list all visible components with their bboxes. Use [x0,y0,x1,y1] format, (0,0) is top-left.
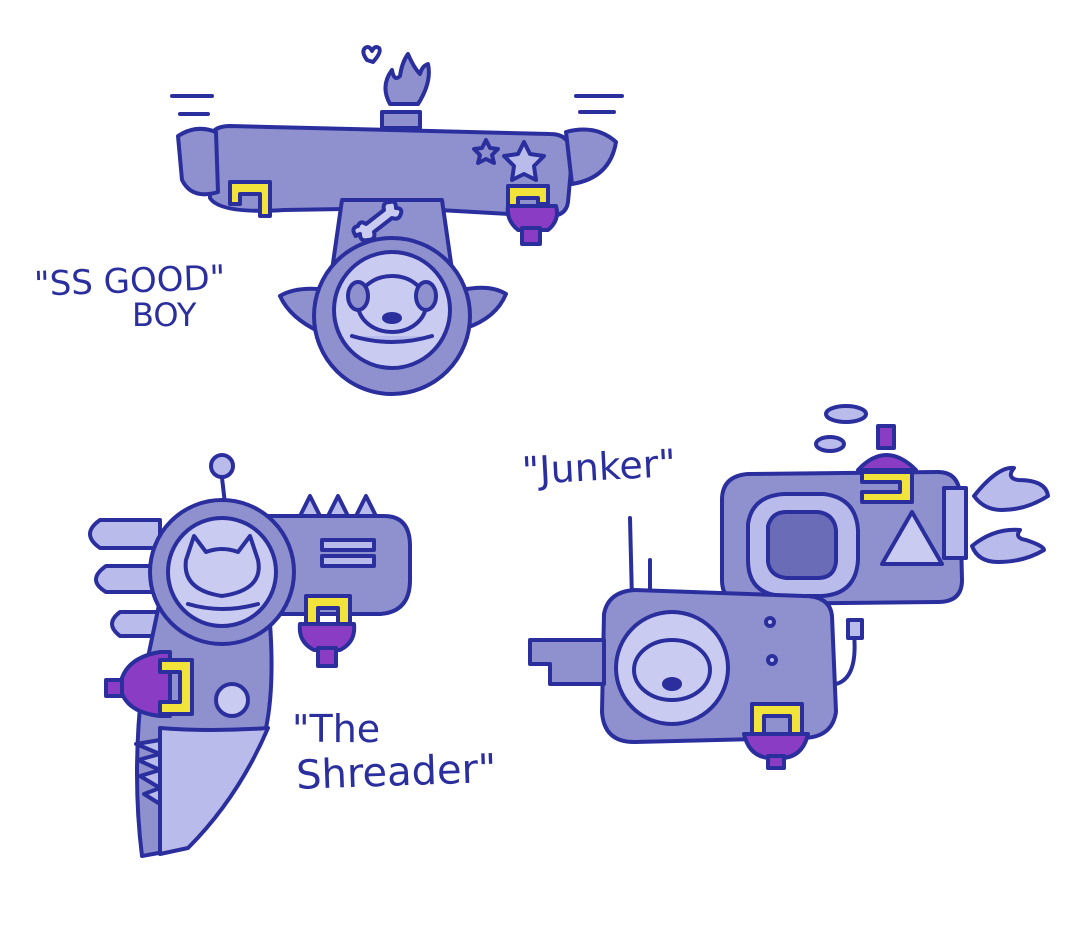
bracket-yellow [228,180,272,218]
pilot-dog-nose [662,677,682,691]
antenna-ball [209,453,235,479]
paw-icon [214,682,250,718]
smoke-swirl [814,435,846,453]
spike [326,494,350,518]
star-icon [502,140,546,182]
vent-grille [320,554,376,568]
thruster-nozzle [316,646,338,668]
smoke-swirl [824,404,868,424]
side-pod-nozzle [104,678,124,698]
plug-icon [846,618,864,640]
pilot-dog-ear [414,280,438,312]
thruster-nozzle [766,754,786,770]
power-cable [834,632,857,686]
pilot-cat-head [183,534,261,598]
pilot-dog-head [632,638,712,702]
pilot-dog-ear [346,280,370,312]
ship-the-shreader [88,453,412,858]
side-pod-purple [118,650,172,718]
saw-blade [158,726,270,856]
wing-cap-left [176,126,220,197]
bracket-yellow [860,470,914,504]
label-shredder-line1: "The [292,707,380,751]
exhaust-nozzle [380,110,422,130]
pilot-cat-paws [186,602,260,611]
heart-icon [361,45,382,64]
rear-fin [110,610,162,638]
rivet [766,654,778,666]
bracket-yellow [304,594,352,626]
pilot-dog-paws [350,334,434,344]
ship-ss-good-boy [170,45,624,396]
exhaust-plate [942,486,968,560]
thruster-purple [856,453,918,472]
bone-icon [351,199,404,243]
side-fin-right [460,285,508,330]
label-shredder-line2: Shreader" [295,746,497,799]
thruster-purple [505,204,559,232]
porthole-glass [766,510,838,580]
spike [298,494,322,518]
label-ss-good-boy-line2: BOY [132,296,197,334]
warning-icon [880,510,944,566]
ship-junker [528,404,1050,770]
vent-grille [320,538,376,552]
saw-teeth [134,738,162,806]
star-icon [472,138,500,165]
pilot-dog-nose [382,312,402,324]
label-ss-good-boy-line1: "SS GOOD" [33,258,226,305]
thruster-nozzle [876,424,896,450]
rear-fin [94,564,162,594]
rivet [764,616,776,628]
thruster-purple [297,622,357,652]
flame-icon [972,465,1050,512]
flame-icon [383,52,431,106]
rear-fin [88,518,162,550]
label-junker: "Junker" [521,441,677,493]
thruster-nozzle [520,226,542,246]
flame-icon [970,527,1046,564]
spike [354,494,378,518]
wing-cap-right [564,127,618,186]
bracket-yellow [158,658,194,716]
antenna-stem [628,516,634,602]
rear-nub [528,638,606,686]
